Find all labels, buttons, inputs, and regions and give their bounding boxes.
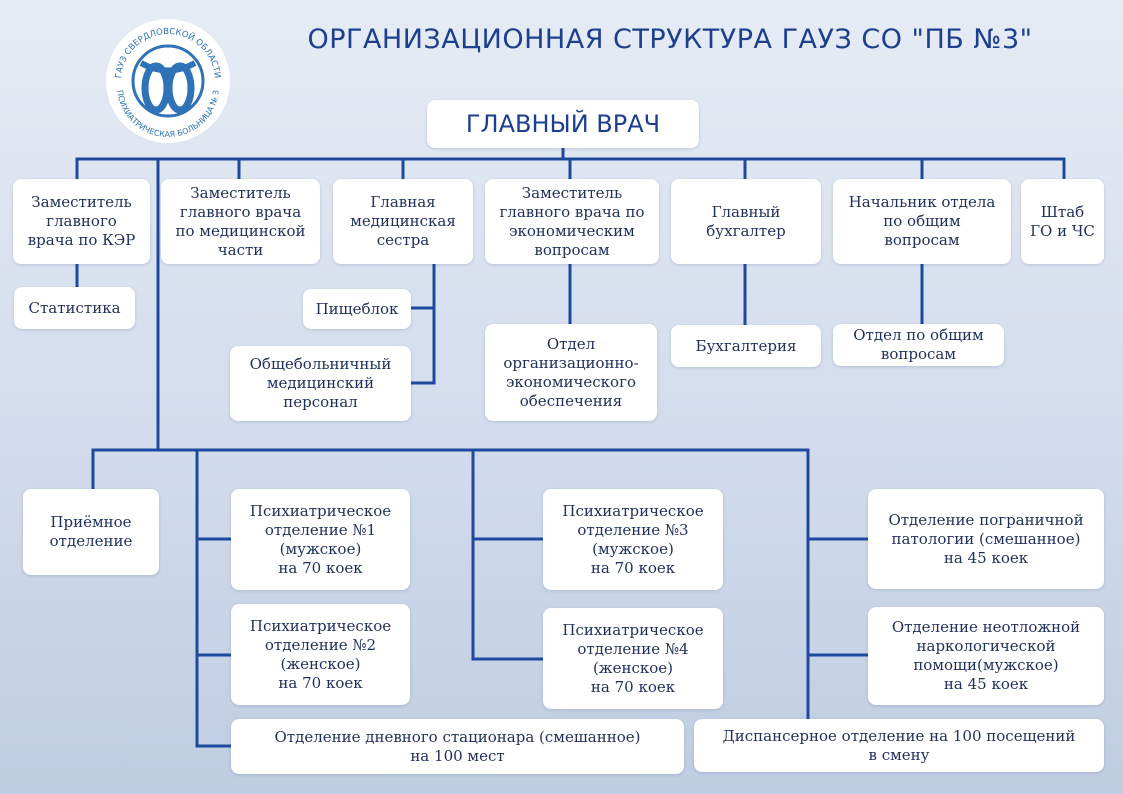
borderline-dept-box: Отделение пограничной патологии (смешанн… (868, 489, 1104, 589)
psych-dept-1-box: Психиатрическое отделение №1 (мужское) н… (231, 489, 410, 590)
statistics-box: Статистика (14, 287, 135, 329)
page-title: ОРГАНИЗАЦИОННАЯ СТРУКТУРА ГАУЗ СО "ПБ №3… (307, 24, 1033, 55)
deputy-medical-box: Заместитель главного врача по медицинско… (161, 179, 320, 264)
accounting-box: Бухгалтерия (671, 325, 821, 367)
psych-dept-3-box: Психиатрическое отделение №3 (мужское) н… (543, 489, 723, 590)
psych-dept-4-box: Психиатрическое отделение №4 (женское) н… (543, 608, 723, 709)
head-nurse-box: Главная медицинская сестра (333, 179, 473, 264)
deputy-economic-box: Заместитель главного врача по экономичес… (485, 179, 659, 264)
chief-physician-box: ГЛАВНЫЙ ВРАЧ (427, 100, 699, 148)
civil-defense-box: Штаб ГО и ЧС (1021, 179, 1104, 264)
dispensary-dept-box: Диспансерное отделение на 100 посещений … (694, 719, 1104, 772)
psych-dept-2-box: Психиатрическое отделение №2 (женское) н… (231, 604, 410, 705)
admission-dept-box: Приёмное отделение (23, 489, 159, 575)
chief-accountant-box: Главный бухгалтер (671, 179, 821, 264)
org-economic-dept-box: Отдел организационно- экономического обе… (485, 324, 657, 421)
hospital-logo: ГАУЗ СВЕРДЛОВСКОЙ ОБЛАСТИ ПСИХИАТРИЧЕСКА… (106, 19, 230, 143)
deputy-ker-box: Заместитель главного врача по КЭР (13, 179, 150, 264)
catering-box: Пищеблок (303, 289, 411, 329)
narcology-dept-box: Отделение неотложной наркологической пом… (868, 607, 1104, 705)
general-affairs-dept-box: Отдел по общим вопросам (833, 324, 1004, 366)
day-hospital-dept-box: Отделение дневного стационара (смешанное… (231, 719, 684, 774)
general-staff-box: Общебольничный медицинский персонал (230, 346, 411, 421)
general-affairs-head-box: Начальник отдела по общим вопросам (833, 179, 1011, 264)
